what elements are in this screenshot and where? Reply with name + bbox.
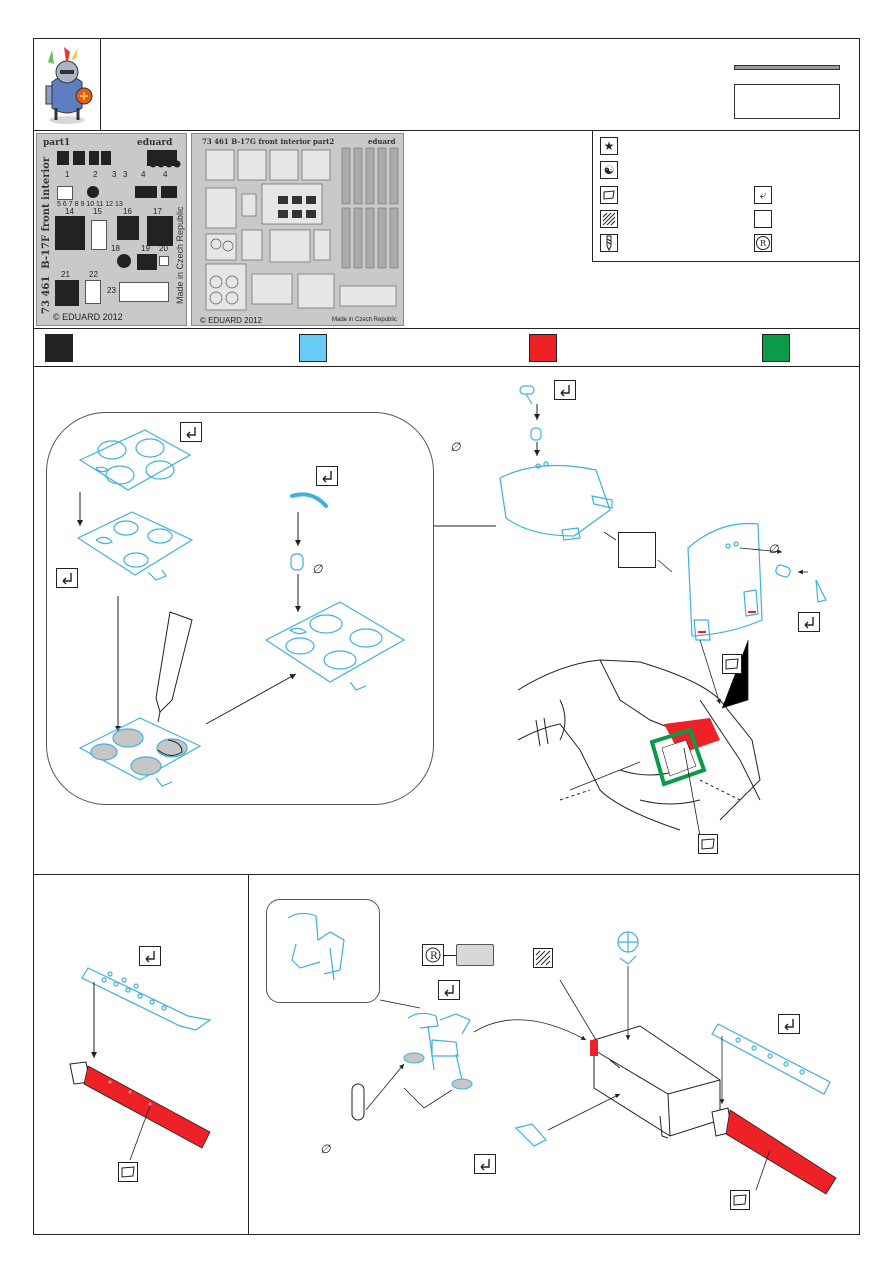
blank-box-icon bbox=[754, 210, 772, 228]
bottom-section-divider bbox=[248, 874, 249, 1235]
part-number: 16 bbox=[123, 207, 132, 216]
fret1-brand: eduard bbox=[137, 138, 173, 148]
bend-icon bbox=[778, 1014, 800, 1034]
etched-panel-23 bbox=[119, 282, 169, 302]
svg-text:R: R bbox=[430, 951, 438, 962]
etched-panel-19 bbox=[85, 280, 101, 304]
etched-panel-15 bbox=[91, 220, 107, 250]
etched-part bbox=[135, 186, 157, 198]
part-number: 17 bbox=[153, 207, 162, 216]
bend-icon bbox=[438, 980, 460, 1000]
etched-part bbox=[161, 186, 177, 198]
blank-part-box bbox=[618, 532, 656, 568]
diameter-symbol: ∅ bbox=[450, 440, 461, 454]
drill-icon bbox=[600, 234, 618, 252]
part-number: 23 bbox=[107, 286, 116, 295]
part-number: 4 bbox=[141, 170, 146, 179]
fret-row-bottom-line bbox=[33, 328, 860, 329]
bend-icon bbox=[56, 568, 78, 588]
part-number: 19 bbox=[141, 244, 150, 253]
part-number: 18 bbox=[111, 244, 120, 253]
title-bar bbox=[734, 65, 840, 70]
etched-part bbox=[137, 254, 157, 270]
part-number: 2 bbox=[93, 170, 98, 179]
etched-dials bbox=[125, 159, 181, 168]
resin-part-label bbox=[456, 944, 494, 966]
sub-assembly-inset bbox=[46, 412, 434, 805]
part-number: 20 bbox=[159, 244, 168, 253]
fret2-country: Made in Czech Republic bbox=[332, 317, 398, 323]
bend-icon bbox=[139, 946, 161, 966]
symbol-legend bbox=[592, 130, 860, 262]
etched-part bbox=[87, 186, 99, 198]
bend-icon bbox=[554, 380, 576, 400]
bend-icon bbox=[474, 1154, 496, 1174]
etched-panel-14 bbox=[55, 216, 85, 250]
resin-icon: R bbox=[422, 944, 444, 966]
fret2-brand: eduard bbox=[368, 137, 396, 146]
part-number: 15 bbox=[93, 207, 102, 216]
color-swatch-red bbox=[529, 334, 557, 362]
resin-link-line bbox=[444, 955, 456, 956]
header-divider bbox=[100, 38, 101, 130]
part-number: 1 bbox=[65, 170, 70, 179]
eduard-knight-logo bbox=[38, 42, 96, 126]
etched-part bbox=[57, 151, 69, 165]
etched-part bbox=[117, 254, 131, 268]
part-number: 14 bbox=[65, 207, 74, 216]
color-row-bottom-line bbox=[33, 366, 860, 367]
paint-surface-icon bbox=[118, 1162, 138, 1182]
photo-etch-fret-part2: 73 461 B-17G front interior part2 eduard bbox=[191, 133, 404, 326]
etched-part bbox=[89, 151, 99, 165]
step1-bottom-line bbox=[33, 874, 860, 875]
header-bottom-line bbox=[33, 130, 860, 131]
part-number: 4 bbox=[163, 170, 168, 179]
part-number: 3 bbox=[123, 170, 128, 179]
part-number: 21 bbox=[61, 270, 70, 279]
etched-part bbox=[159, 256, 169, 266]
etched-part bbox=[101, 151, 111, 165]
header-empty-box bbox=[734, 84, 840, 119]
paint-surface-icon bbox=[722, 654, 742, 674]
hatched-surface-icon bbox=[600, 210, 618, 228]
etched-panel-16 bbox=[117, 216, 139, 240]
etched-panel-17 bbox=[147, 216, 173, 246]
diameter-symbol: ∅ bbox=[768, 542, 779, 556]
yin-yang-icon: ☯ bbox=[600, 161, 618, 179]
bend-icon: ⤶ bbox=[754, 186, 772, 204]
mount-detail-inset bbox=[266, 899, 380, 1003]
etched-part bbox=[73, 151, 85, 165]
instruction-sheet-frame bbox=[33, 38, 860, 1235]
paint-surface-icon bbox=[730, 1190, 750, 1210]
star-icon: ★ bbox=[600, 137, 618, 155]
fret2-parts-drawing bbox=[205, 147, 399, 311]
bend-icon bbox=[798, 612, 820, 632]
bend-icon bbox=[180, 422, 202, 442]
color-swatch-green bbox=[762, 334, 790, 362]
paint-surface-icon bbox=[600, 186, 618, 204]
fret1-copyright: © EDUARD 2012 bbox=[53, 312, 123, 322]
diameter-symbol: ∅ bbox=[312, 562, 323, 576]
etched-part bbox=[57, 186, 73, 200]
part-number: 3 bbox=[112, 170, 117, 179]
fret2-title: 73 461 B-17G front interior part2 bbox=[202, 137, 335, 146]
hatched-surface-icon bbox=[533, 948, 553, 968]
color-swatch-light-blue bbox=[299, 334, 327, 362]
part-number: 22 bbox=[89, 270, 98, 279]
bend-icon bbox=[316, 466, 338, 486]
resin-icon: R bbox=[754, 234, 772, 252]
diameter-symbol: ∅ bbox=[320, 1142, 331, 1156]
etched-panel-18 bbox=[55, 280, 79, 306]
part-numbers-row2: 5 6 7 8 9 10 11 12 13 bbox=[57, 201, 123, 208]
photo-etch-fret-part1: part1 eduard 1 2 3 3 4 4 73 461 B-17F fr… bbox=[36, 133, 187, 326]
fret2-copyright: © EDUARD 2012 bbox=[200, 316, 262, 325]
color-swatch-black bbox=[45, 334, 73, 362]
fret1-title: part1 bbox=[43, 138, 71, 148]
paint-surface-icon bbox=[698, 834, 718, 854]
